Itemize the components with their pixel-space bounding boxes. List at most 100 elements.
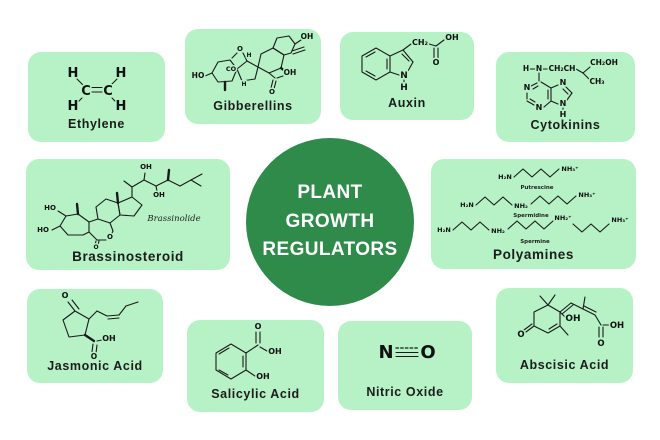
atom-ch3: CH₃	[589, 77, 604, 86]
atom-n: N	[536, 103, 543, 112]
atom-o-top: O	[255, 322, 262, 331]
card-jasmonic-acid: O OH O Jasmonic Acid	[27, 289, 163, 383]
polyamines-structure-diagram: H₂N NH₃⁺ Putrescine H₂N NH₂ NH₃⁺ Spermid…	[436, 164, 630, 247]
atom-o: O	[237, 45, 243, 53]
card-label-salicylic-acid: Salicylic Acid	[211, 387, 300, 401]
atom-o-keto: O	[93, 244, 98, 249]
card-cytokinins: H N CH₂CH CH₂OH CH₃ N N N N H Cytokinins	[496, 52, 635, 142]
gibberellins-bonds	[204, 35, 306, 92]
atom-c: C	[81, 84, 91, 99]
atom-oh-ring: OH	[565, 314, 580, 324]
atom-ch2oh: CH₂OH	[590, 58, 618, 67]
card-ethylene: H H C C H H Ethylene	[28, 52, 165, 142]
atom-h: H	[241, 81, 246, 88]
card-abscisic-acid: O OH OH O Abscisic Acid	[496, 288, 633, 383]
atom-h: H	[560, 110, 567, 118]
atom-oh: OH	[284, 68, 297, 77]
atom-h: H	[68, 99, 79, 114]
gibberellins-structure-diagram: HO O CO H H OH OH O	[190, 31, 315, 98]
card-label-polyamines: Polyamines	[492, 247, 575, 262]
atom-o: O	[433, 58, 440, 67]
cytokinins-structure-diagram: H N CH₂CH CH₂OH CH₃ N N N N H	[521, 57, 619, 119]
atom-oh: OH	[153, 191, 165, 199]
auxin-bonds	[361, 39, 445, 83]
atom-h: H	[400, 83, 408, 93]
card-label-gibberellins: Gibberellins	[213, 99, 293, 113]
card-auxin: CH₂ OH O N H Auxin	[340, 32, 474, 120]
atom-co: CO	[226, 65, 237, 73]
atom-h: H	[116, 66, 127, 81]
central-circle: PLANT GROWTH REGULATORS	[246, 138, 414, 306]
card-label-auxin: Auxin	[388, 96, 426, 110]
atom-n: N	[524, 83, 531, 92]
card-brassinosteroid: OH OH HO HO O O Brassinolide Brassinoste…	[26, 159, 230, 270]
atom-nh3: NH₃⁺	[561, 165, 578, 173]
nitric-oxide-bonds	[395, 347, 419, 358]
card-gibberellins: HO O CO H H OH OH O Gibberellins	[185, 29, 321, 124]
ethylene-bonds	[76, 78, 118, 104]
auxin-structure-diagram: CH₂ OH O N H	[361, 32, 460, 95]
atom-h: H	[246, 52, 251, 59]
chain-name-putrescine: Putrescine	[520, 185, 553, 191]
spermidine-chain	[475, 195, 577, 206]
atom-oh-ring: OH	[256, 372, 270, 381]
atom-ho: HO	[192, 71, 205, 80]
atom-n: N	[400, 71, 408, 81]
spermine-chain	[452, 220, 610, 233]
brassinosteroid-structure-diagram: OH OH HO HO O O Brassinolide	[36, 162, 203, 249]
cytokinins-bonds	[526, 66, 591, 111]
atom-nh2: NH₂	[514, 202, 528, 210]
card-label-ethylene: Ethylene	[68, 117, 125, 131]
salicylic-acid-bonds	[215, 331, 268, 380]
atom-n: N	[560, 99, 567, 108]
atom-o-acid: O	[91, 352, 97, 359]
atom-o-keto: O	[517, 330, 524, 340]
chain-name-spermidine: Spermidine	[513, 213, 549, 219]
card-label-brassinosteroid: Brassinosteroid	[72, 249, 184, 264]
atom-oh: OH	[140, 163, 152, 171]
card-label-nitric-oxide: Nitric Oxide	[366, 385, 444, 399]
jasmonic-acid-bonds	[62, 299, 139, 354]
atom-ch2: CH₂	[412, 38, 429, 47]
card-salicylic-acid: O OH OH Salicylic Acid	[187, 320, 324, 412]
atom-o-acid: O	[597, 339, 604, 349]
atom-oh: OH	[445, 33, 459, 42]
card-label-abscisic-acid: Abscisic Acid	[519, 358, 610, 372]
ethylene-structure-diagram: H H C C H H	[66, 65, 128, 115]
brassinosteroid-bonds	[51, 168, 203, 246]
atom-o-keto: O	[62, 291, 69, 300]
atom-c: C	[103, 84, 113, 99]
atom-n: N	[560, 78, 567, 87]
abscisic-acid-bonds	[523, 294, 610, 338]
atom-o-ring: O	[107, 233, 113, 241]
atom-nh2-plus: NH₂⁺	[554, 214, 571, 222]
title-line-3: REGULATORS	[262, 239, 398, 261]
atom-h2n: H₂N	[437, 226, 451, 234]
putrescine-chain	[513, 168, 560, 178]
atom-ho: HO	[37, 226, 49, 234]
atom-nh3: NH₃⁺	[611, 216, 628, 224]
jasmonic-acid-structure-diagram: O OH O	[60, 290, 139, 359]
salicylic-acid-structure-diagram: O OH OH	[215, 321, 283, 383]
card-nitric-oxide: N O Nitric Oxide	[338, 321, 472, 410]
atom-nh3: NH₃⁺	[578, 191, 595, 199]
atom-n: N	[378, 342, 393, 363]
title-line-1: PLANT	[297, 182, 363, 204]
atom-ch2ch: CH₂CH	[549, 64, 576, 73]
atom-h2n: H₂N	[498, 173, 512, 181]
atom-nh2: NH₂	[491, 227, 505, 235]
card-label-jasmonic-acid: Jasmonic Acid	[47, 359, 143, 373]
atom-h2n: H₂N	[460, 201, 474, 209]
atom-o: O	[420, 342, 435, 363]
atom-o: O	[269, 88, 275, 96]
central-title: PLANT GROWTH REGULATORS	[262, 179, 397, 265]
atom-oh: OH	[301, 32, 314, 41]
card-label-cytokinins: Cytokinins	[530, 118, 601, 132]
abscisic-acid-structure-diagram: O OH OH O	[516, 294, 626, 351]
atom-h: H	[116, 99, 127, 114]
card-polyamines: H₂N NH₃⁺ Putrescine H₂N NH₂ NH₃⁺ Spermid…	[431, 159, 636, 269]
molecule-name-brassinolide: Brassinolide	[146, 214, 200, 224]
atom-n: N	[536, 64, 542, 73]
title-line-2: GROWTH	[285, 210, 375, 232]
